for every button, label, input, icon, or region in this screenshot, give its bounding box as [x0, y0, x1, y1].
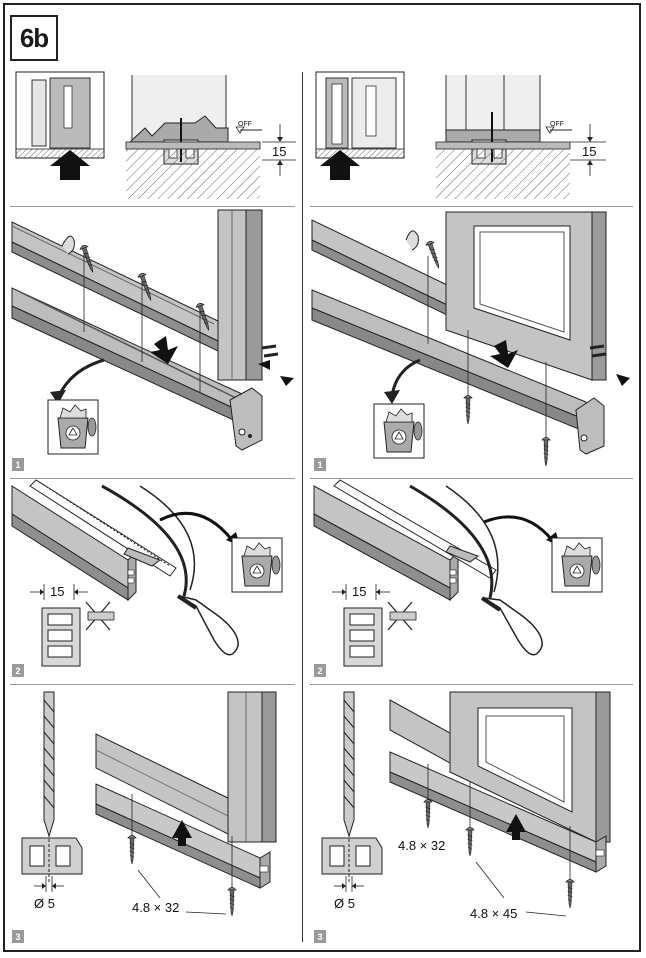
screw-size-left: 4.8 × 32: [132, 900, 179, 915]
row-divider-3: [10, 684, 295, 685]
door-thumbnail-right: [315, 71, 405, 180]
step2-cut-profile-left: 15: [11, 479, 283, 667]
step-badge-3-left: 3: [12, 930, 24, 943]
drill-dimension-right: Ø 5: [334, 896, 355, 911]
cut-dimension-label-right: 15: [352, 584, 366, 599]
column-divider: [302, 72, 303, 942]
step3-drill-mount-right: Ø 5 4.8 × 32 4.8 × 45: [321, 691, 611, 921]
row-divider-2: [10, 478, 295, 479]
off-label-left: OFF: [238, 121, 252, 128]
step2-cut-profile-right: 15: [313, 479, 603, 667]
step-badge-3-right: 3: [314, 930, 326, 943]
row-divider-1-right: [310, 206, 633, 207]
step1-remove-threshold-left: [11, 209, 294, 455]
cut-dimension-left: [30, 584, 88, 600]
off-label-right: OFF: [550, 121, 564, 128]
step-badge-2-right: 2: [314, 664, 326, 677]
row-divider-3-right: [310, 684, 633, 685]
gap-dimension-left: 15: [272, 144, 286, 159]
gap-dimension-right: 15: [582, 144, 596, 159]
cut-dimension-right: [332, 584, 390, 600]
drill-dimension-left: Ø 5: [34, 896, 55, 911]
step1-remove-threshold-right: [311, 211, 630, 467]
door-thumbnail-left: [15, 71, 105, 180]
screw-size-short-right: 4.8 × 32: [398, 838, 445, 853]
row-divider-1: [10, 206, 295, 207]
step-badge-1-left: 1: [12, 458, 24, 471]
step-badge-1-right: 1: [314, 458, 326, 471]
step-badge-2-left: 2: [12, 664, 24, 677]
page-label: 6b: [10, 15, 58, 61]
step3-drill-mount-left: Ø 5 4.8 × 32: [21, 691, 277, 917]
page-frame: [3, 3, 641, 952]
row-divider-2-right: [310, 478, 633, 479]
screw-size-long-right: 4.8 × 45: [470, 906, 517, 921]
threshold-section-right: OFF 15: [435, 75, 606, 199]
threshold-section-left: OFF 15: [125, 75, 296, 199]
cut-dimension-label-left: 15: [50, 584, 64, 599]
